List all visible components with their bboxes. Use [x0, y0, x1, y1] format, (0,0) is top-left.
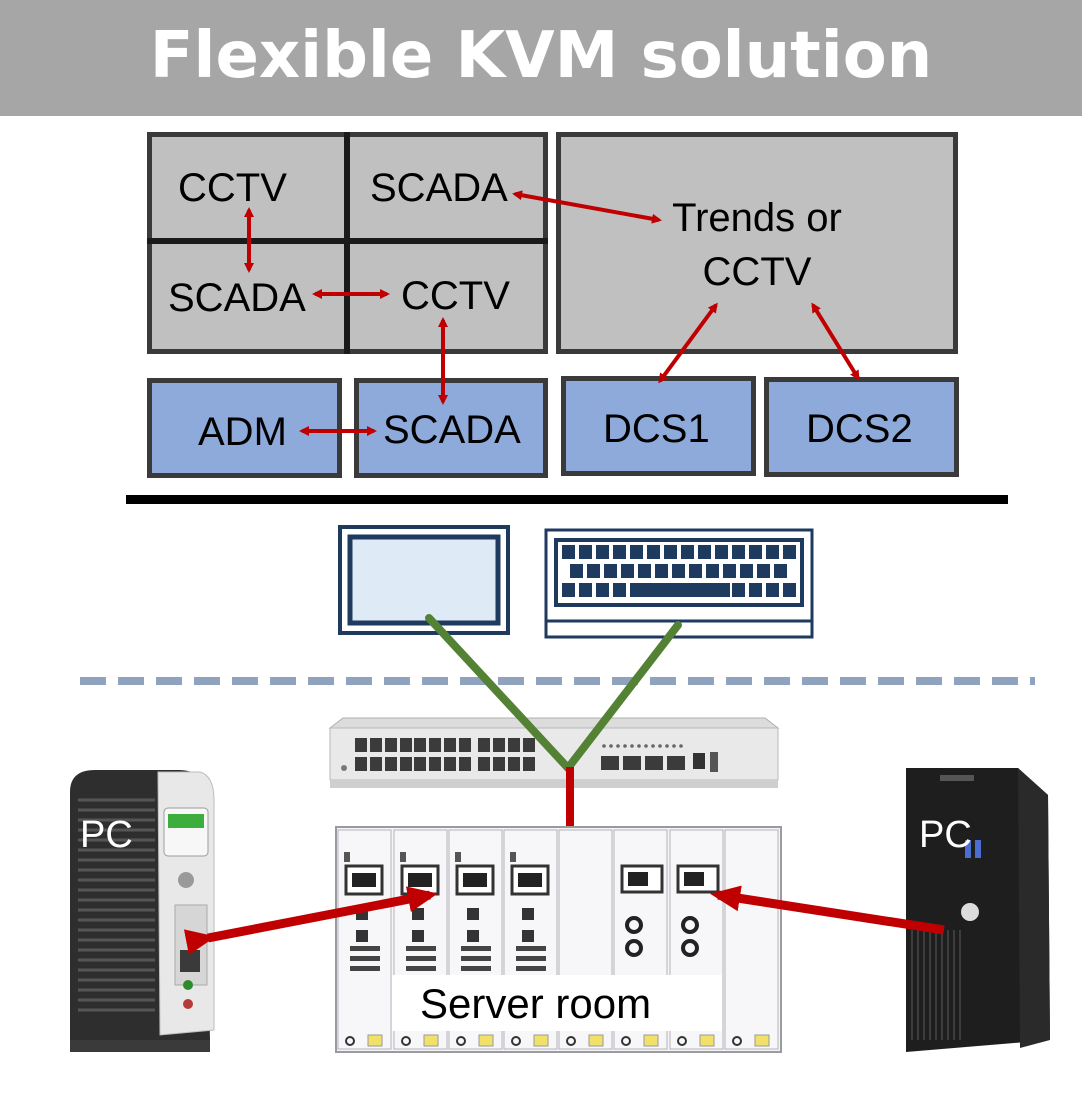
quad-divider-horizontal — [147, 238, 548, 244]
large-screen-line2: CCTV — [702, 250, 812, 294]
pc-right-label: PC — [919, 814, 972, 856]
pc-left-icon — [70, 770, 215, 1052]
workstation-dcs1 — [561, 376, 756, 476]
pc-left-label: PC — [80, 814, 133, 856]
workstation-dcs2 — [764, 377, 959, 477]
tile-scada-bottom: SCADA — [168, 276, 306, 320]
workstation-dcs1-label: DCS1 — [603, 407, 710, 451]
network-switch-icon — [328, 717, 780, 788]
tile-scada-top: SCADA — [370, 166, 508, 210]
pc-right-icon — [906, 768, 1050, 1052]
large-screen-line1: Trends or — [672, 196, 842, 240]
workstation-scada-label: SCADA — [383, 408, 521, 452]
workstation-dcs2-label: DCS2 — [806, 407, 913, 451]
server-room-label-bg — [392, 975, 722, 1031]
kvm-cables — [425, 614, 682, 772]
header-banner — [0, 0, 1082, 116]
tile-cctv-top: CCTV — [178, 166, 287, 210]
workstation-adm-label: ADM — [198, 410, 287, 454]
server-room-label: Server room — [420, 980, 652, 1027]
arrow-scada-trends — [512, 190, 662, 224]
arrow-trends-dcs2 — [811, 302, 860, 381]
page-title: Flexible KVM solution — [149, 19, 933, 93]
large-screen — [556, 132, 958, 354]
arrow-trends-dcs1 — [658, 302, 718, 384]
link-arrows — [244, 190, 860, 436]
keyboard-icon — [544, 528, 814, 639]
arrow-pc-left-chassis — [183, 886, 438, 955]
separator-line — [126, 495, 1008, 504]
tile-cctv-bottom: CCTV — [401, 274, 510, 318]
monitor-icon — [338, 525, 510, 635]
arrow-pc-right-chassis — [710, 885, 945, 935]
